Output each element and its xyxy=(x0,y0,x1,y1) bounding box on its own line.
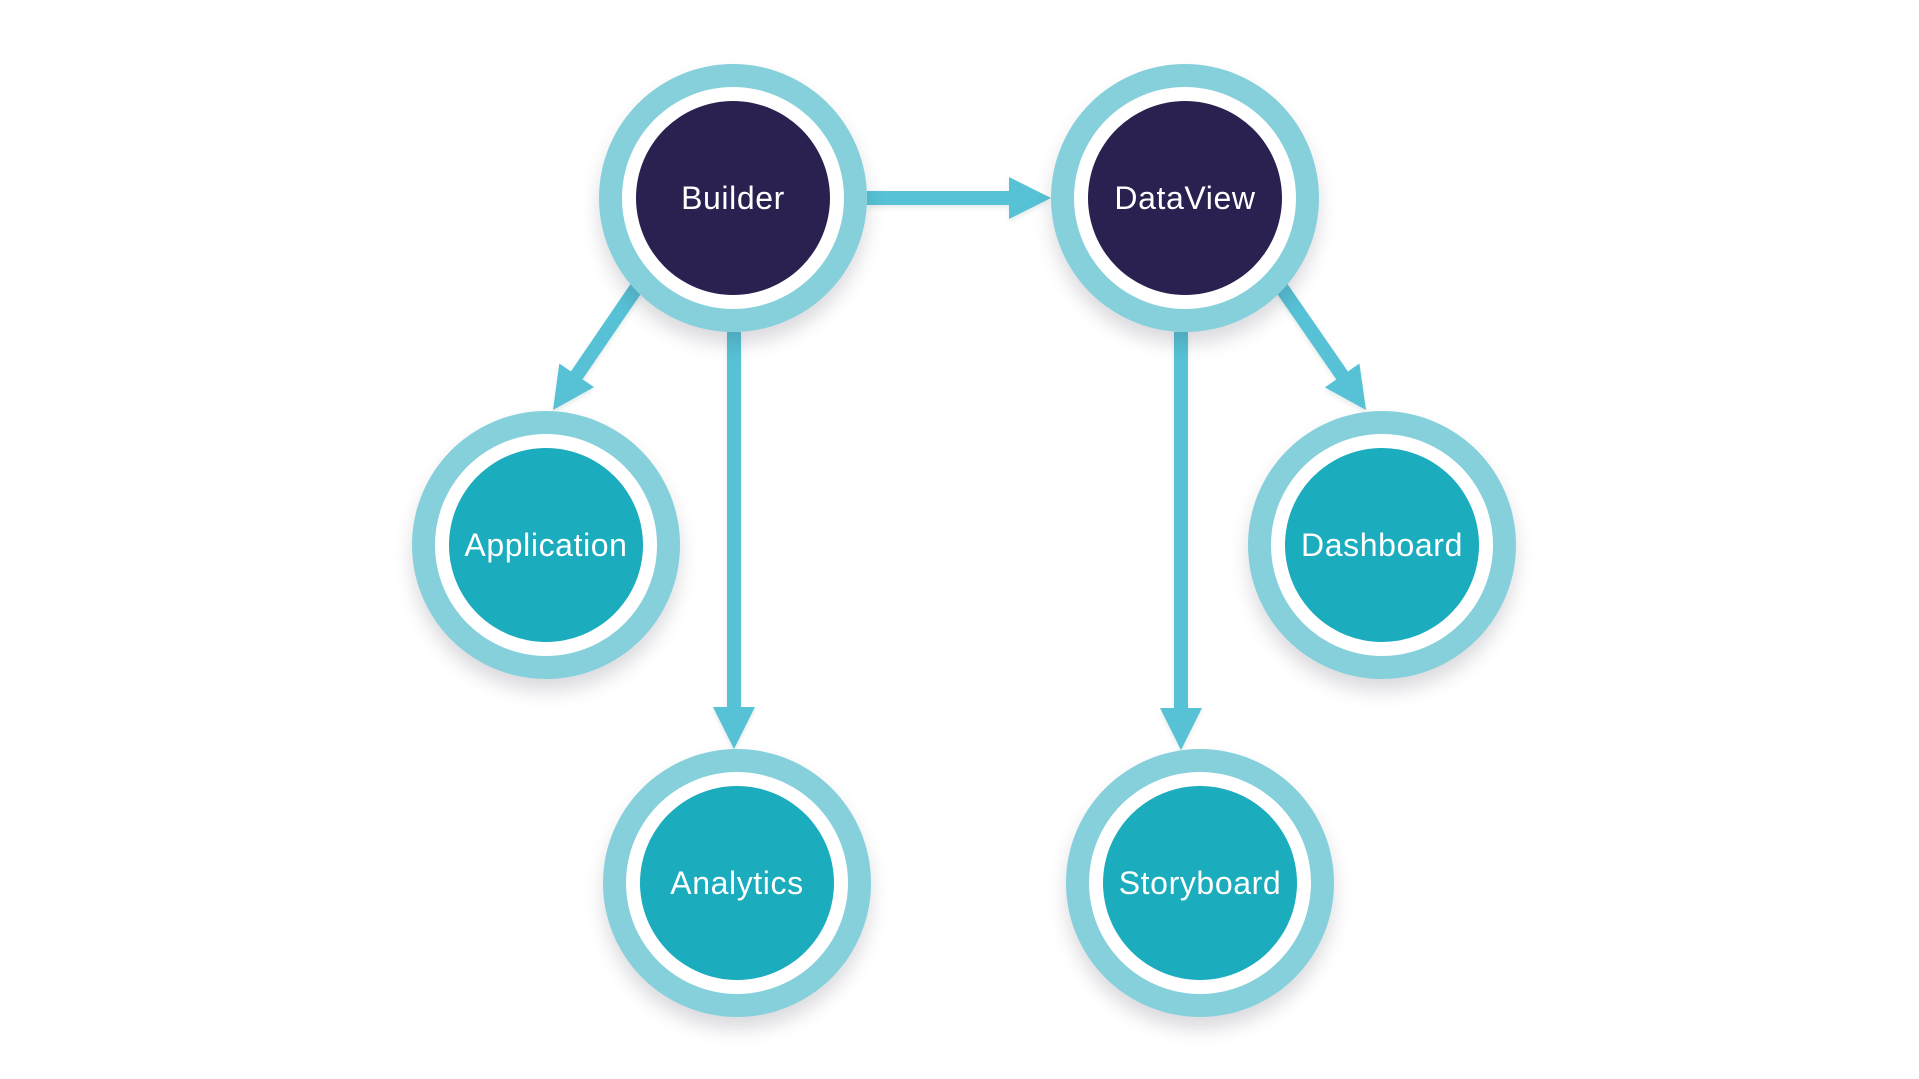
node-label: Builder xyxy=(681,179,785,216)
node-label: Analytics xyxy=(670,864,804,901)
edge-dataview-dashboard xyxy=(1275,283,1366,410)
node-builder: Builder xyxy=(599,64,867,332)
node-fill: Dashboard xyxy=(1285,448,1479,642)
node-label: Application xyxy=(464,526,628,563)
node-ring: Application xyxy=(435,434,657,656)
node-fill: Application xyxy=(449,448,643,642)
edge-dataview-storyboard xyxy=(1160,332,1202,750)
node-application: Application xyxy=(412,411,680,679)
node-label: Dashboard xyxy=(1301,526,1463,563)
node-storyboard: Storyboard xyxy=(1066,749,1334,1017)
node-label: Storyboard xyxy=(1118,864,1282,901)
arrowhead-icon xyxy=(553,363,595,410)
node-fill: Builder xyxy=(636,101,830,295)
node-fill: DataView xyxy=(1088,101,1282,295)
node-dataview: DataView xyxy=(1051,64,1319,332)
node-fill: Storyboard xyxy=(1103,786,1297,980)
node-analytics: Analytics xyxy=(603,749,871,1017)
arrowhead-icon xyxy=(1009,177,1051,219)
edge-builder-analytics xyxy=(713,332,755,749)
arrowhead-icon xyxy=(1160,708,1202,750)
node-label: DataView xyxy=(1114,179,1256,216)
node-ring: Analytics xyxy=(626,772,848,994)
edge-builder-dataview xyxy=(867,177,1051,219)
node-ring: DataView xyxy=(1074,87,1296,309)
arrowhead-icon xyxy=(1324,363,1366,410)
node-dashboard: Dashboard xyxy=(1248,411,1516,679)
node-fill: Analytics xyxy=(640,786,834,980)
node-ring: Storyboard xyxy=(1089,772,1311,994)
arrowhead-icon xyxy=(713,707,755,749)
edge-builder-application xyxy=(553,283,643,410)
node-ring: Dashboard xyxy=(1271,434,1493,656)
node-ring: Builder xyxy=(622,87,844,309)
